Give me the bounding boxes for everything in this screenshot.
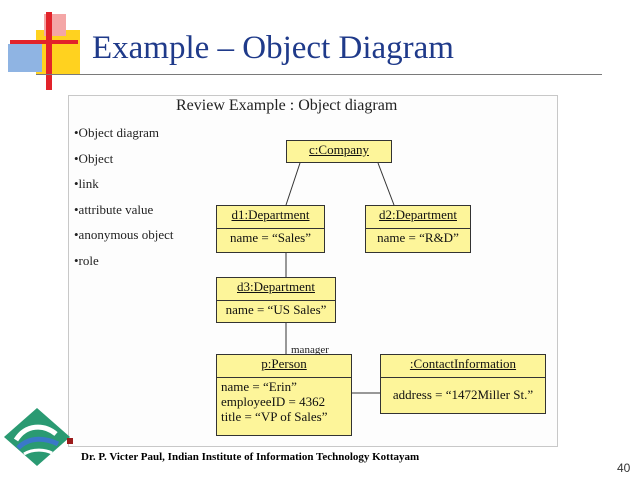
concept-item: •Object <box>74 150 114 166</box>
object-name: :ContactInformation <box>409 356 517 371</box>
object-attribute: name = “Sales” <box>217 228 324 246</box>
object-person: p:Person name = “Erin” employeeID = 4362… <box>216 354 352 436</box>
object-attribute: title = “VP of Sales” <box>221 409 328 424</box>
title-underline <box>36 74 602 75</box>
decor-red-horizontal-bar <box>10 40 78 44</box>
footer-credit: Dr. P. Victer Paul, Indian Institute of … <box>81 451 420 463</box>
decor-yellow-square <box>36 30 80 74</box>
concept-item: •role <box>74 252 99 268</box>
object-attributes: name = “Erin” employeeID = 4362 title = … <box>217 377 351 425</box>
object-contact-information: :ContactInformation address = “1472Mille… <box>380 354 546 414</box>
object-d3-department: d3:Department name = “US Sales” <box>216 277 336 323</box>
object-name: d3:Department <box>237 279 315 294</box>
slide-title: Example – Object Diagram <box>92 30 454 66</box>
object-attribute: name = “R&D” <box>366 228 470 246</box>
page-number: 40 <box>617 461 631 475</box>
object-attribute: address = “1472Miller St.” <box>381 377 545 403</box>
institute-logo-icon <box>4 408 70 466</box>
link-company-d1 <box>285 162 301 206</box>
role-label: manager <box>291 344 329 356</box>
decor-blue-square <box>8 44 42 72</box>
object-company: c:Company <box>286 140 392 163</box>
object-name: d2:Department <box>379 207 457 222</box>
object-name: d1:Department <box>231 207 310 222</box>
object-name: c:Company <box>309 142 369 157</box>
object-attribute: name = “Erin” <box>221 379 297 394</box>
concept-item: •Object diagram <box>74 125 160 140</box>
link-company-d2 <box>377 162 395 206</box>
figure-title: Review Example : Object diagram <box>176 97 398 114</box>
decor-red-vertical-bar <box>46 12 52 90</box>
concept-list: •Object diagram •Object •link •attribute… <box>74 120 174 274</box>
object-attribute: employeeID = 4362 <box>221 394 326 409</box>
object-d1-department: d1:Department name = “Sales” <box>216 205 325 253</box>
concept-item: •anonymous object <box>74 227 174 243</box>
concept-item: •link <box>74 176 99 192</box>
object-attribute: name = “US Sales” <box>217 300 335 318</box>
object-name: p:Person <box>261 356 307 371</box>
object-d2-department: d2:Department name = “R&D” <box>365 205 471 253</box>
concept-item: •attribute value <box>74 201 154 217</box>
decor-red-accent <box>67 438 73 444</box>
